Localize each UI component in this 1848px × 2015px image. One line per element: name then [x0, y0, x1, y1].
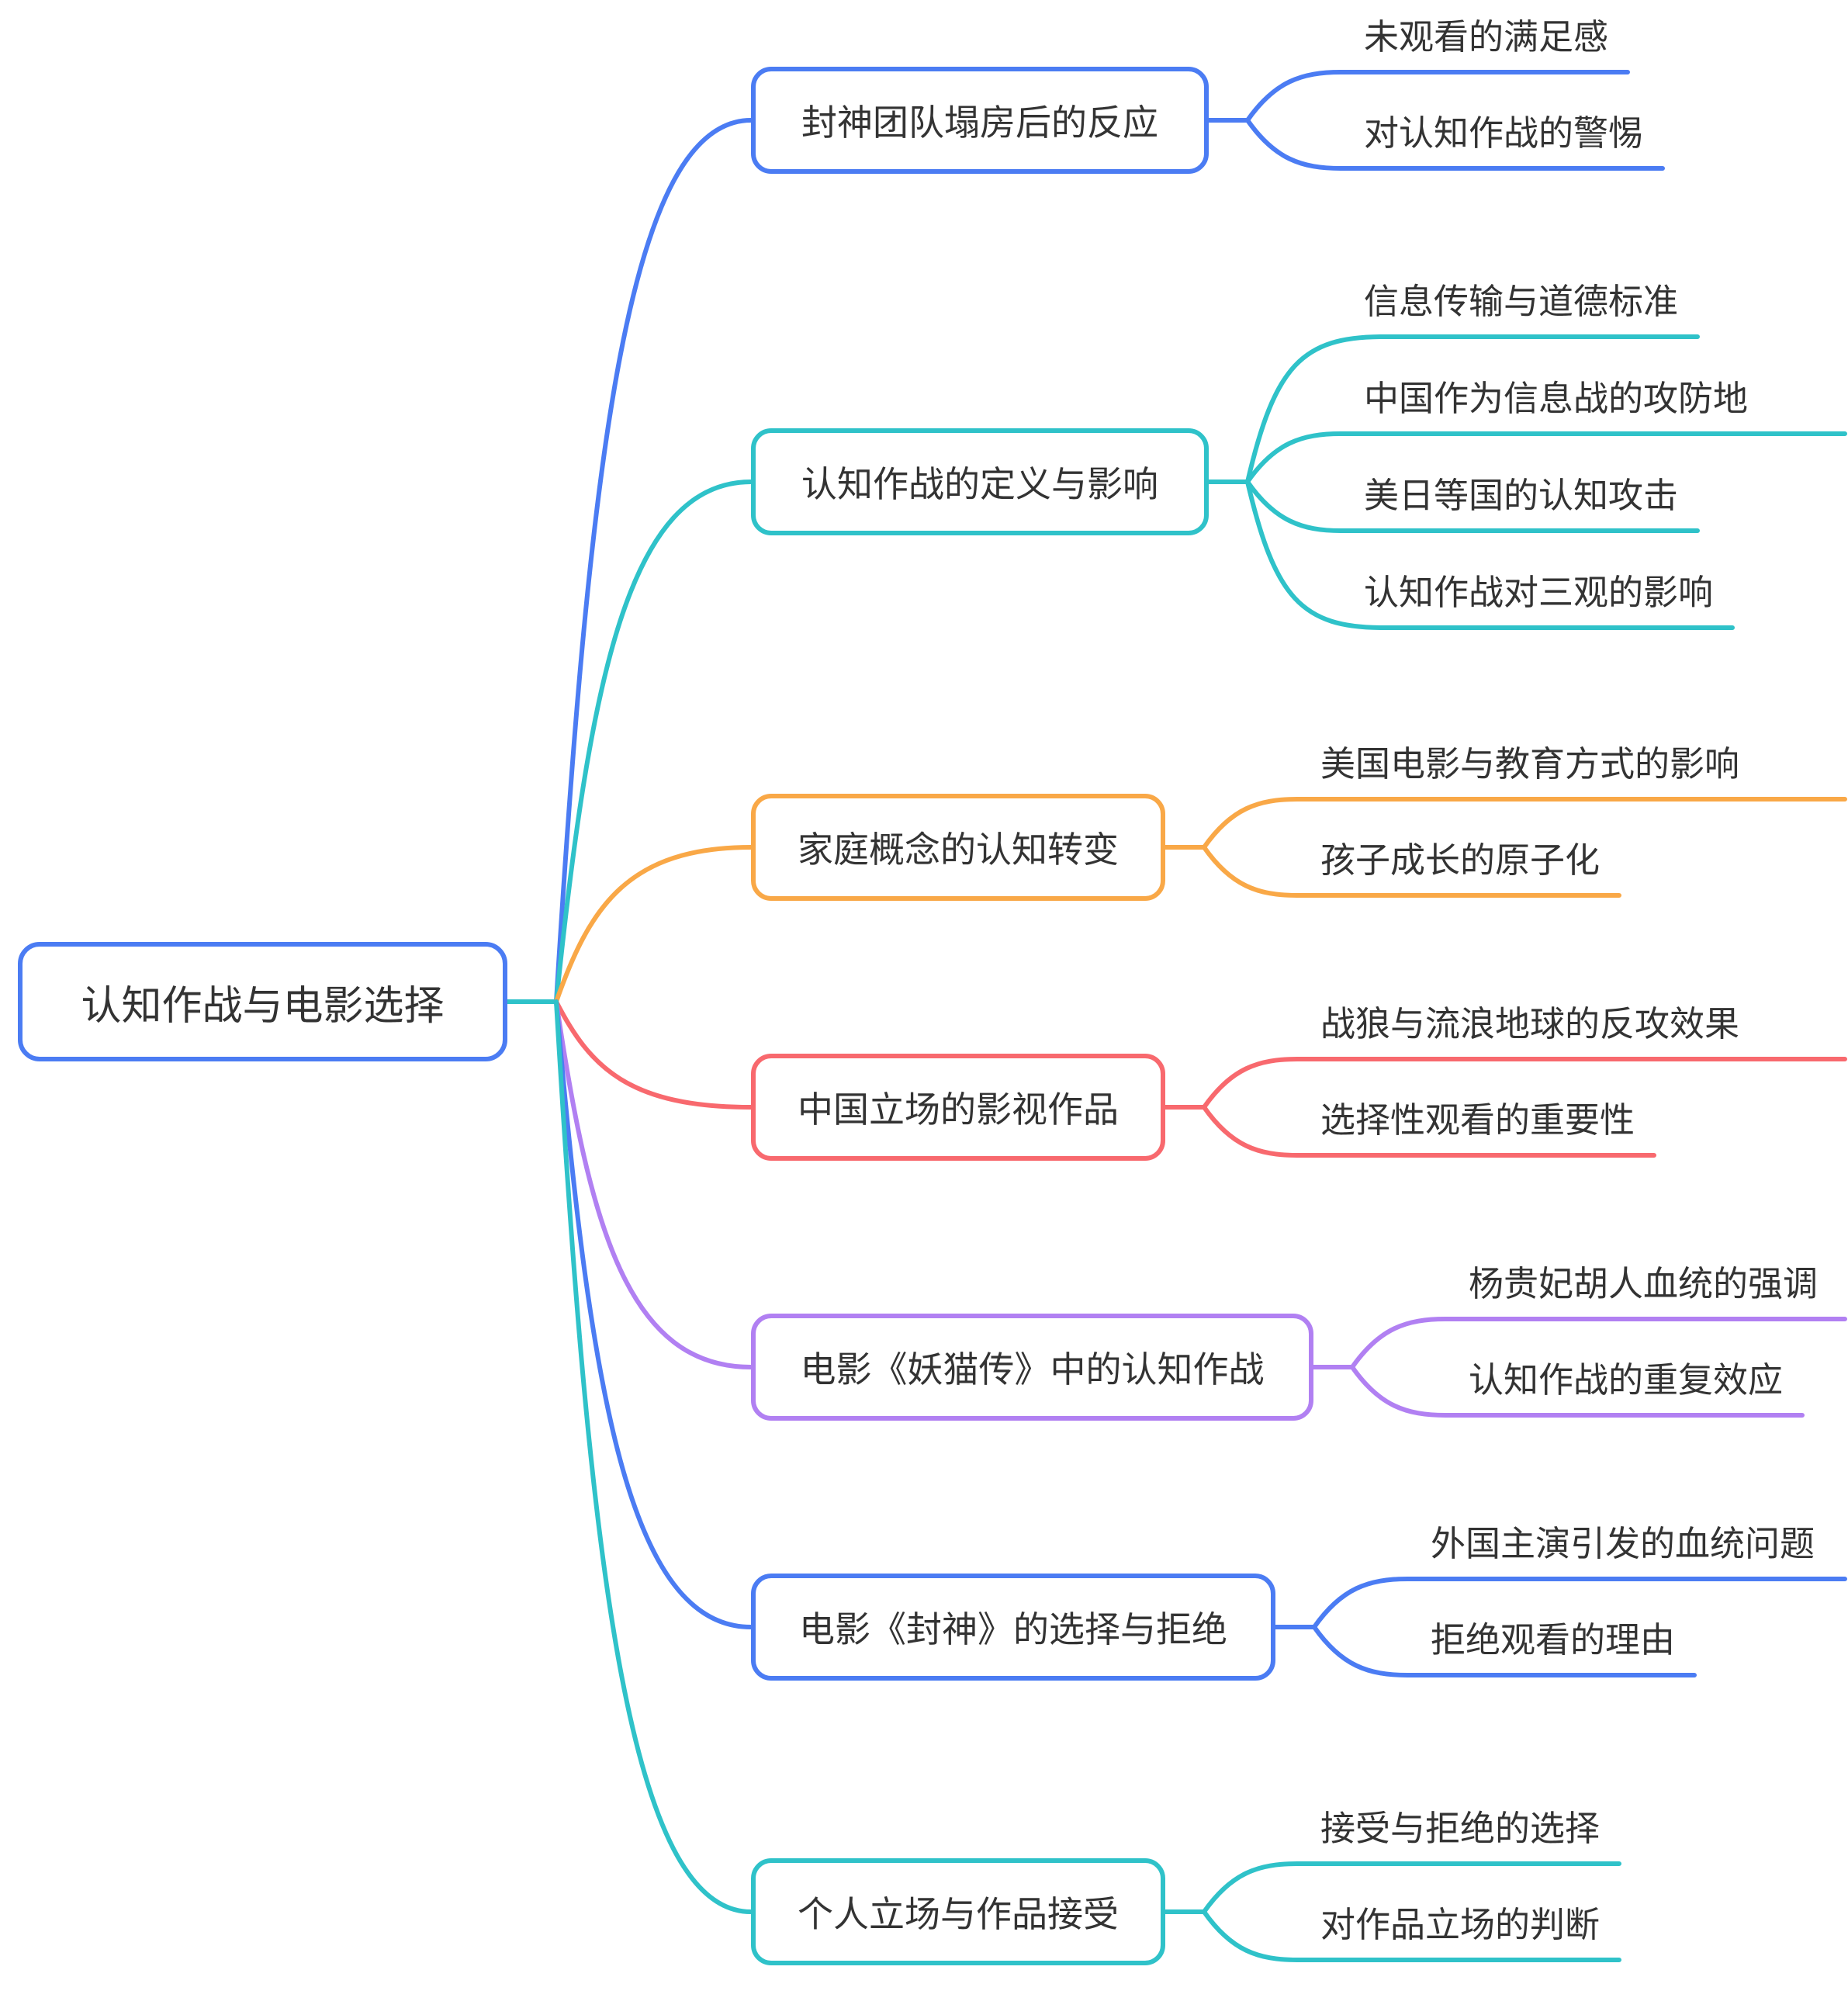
root-node-label: 认知作战与电影选择: [81, 983, 445, 1029]
edge-root-branch-3: [554, 999, 753, 1110]
edge-branch-3-leaf-1: [1202, 1105, 1656, 1158]
leaf-node-1-1[interactable]: 中国作为信息战的攻防地: [1364, 379, 1749, 418]
leaf-node-5-1[interactable]: 拒绝观看的理由: [1431, 1620, 1676, 1660]
leaf-node-2-0[interactable]: 美国电影与教育方式的影响: [1320, 744, 1740, 784]
branch-node-1-label: 认知作战的定义与影响: [801, 464, 1158, 504]
leaf-node-1-2[interactable]: 美日等国的认知攻击: [1364, 476, 1679, 515]
edge-branch-5-leaf-1: [1312, 1625, 1697, 1677]
edge-branch-5-leaf-0: [1312, 1577, 1847, 1629]
leaf-node-4-0[interactable]: 杨贵妃胡人血统的强调: [1469, 1264, 1819, 1304]
edge-root-branch-4: [554, 999, 753, 1369]
leaf-node-5-0[interactable]: 外国主演引发的血统问题: [1431, 1524, 1815, 1563]
edge-branch-1-leaf-0: [1245, 334, 1700, 484]
branch-node-5[interactable]: 电影《封神》的选择与拒绝: [751, 1574, 1275, 1681]
edge-branch-3-leaf-0: [1202, 1057, 1847, 1110]
leaf-node-0-1[interactable]: 对认知作战的警惕: [1364, 113, 1644, 153]
branch-node-2-label: 家庭概念的认知转变: [798, 829, 1119, 870]
branch-node-6-label: 个人立场与作品接受: [798, 1894, 1119, 1934]
branch-node-6[interactable]: 个人立场与作品接受: [751, 1858, 1165, 1965]
leaf-node-1-0[interactable]: 信息传输与道德标准: [1364, 282, 1679, 321]
branch-node-5-label: 电影《封神》的选择与拒绝: [799, 1609, 1227, 1650]
branch-node-3-label: 中国立场的影视作品: [798, 1089, 1119, 1130]
edge-root-branch-6: [554, 999, 753, 1914]
edge-branch-6-leaf-1: [1202, 1909, 1621, 1962]
leaf-node-4-1[interactable]: 认知作战的重复效应: [1469, 1360, 1784, 1400]
leaf-node-1-3[interactable]: 认知作战对三观的影响: [1364, 573, 1714, 612]
leaf-node-0-0[interactable]: 未观看的满足感: [1364, 17, 1609, 57]
edge-branch-1-leaf-3: [1245, 480, 1735, 630]
branch-node-3[interactable]: 中国立场的影视作品: [751, 1054, 1165, 1161]
leaf-node-6-1[interactable]: 对作品立场的判断: [1320, 1905, 1601, 1944]
edge-branch-0-leaf-0: [1245, 70, 1630, 123]
edge-branch-2-leaf-0: [1202, 797, 1847, 850]
edge-branch-1-leaf-1: [1245, 431, 1847, 484]
edge-root-branch-5: [554, 999, 753, 1629]
branch-node-4[interactable]: 电影《妖猫传》中的认知作战: [751, 1314, 1313, 1421]
leaf-node-2-1[interactable]: 孩子成长的原子化: [1320, 840, 1601, 880]
edge-branch-1-leaf-2: [1245, 480, 1700, 533]
edge-branch-0-leaf-1: [1245, 118, 1665, 171]
leaf-node-3-1[interactable]: 选择性观看的重要性: [1320, 1100, 1635, 1140]
branch-node-0-label: 封神团队塌房后的反应: [801, 102, 1158, 143]
leaf-node-6-0[interactable]: 接受与拒绝的选择: [1320, 1809, 1601, 1848]
edge-branch-4-leaf-1: [1350, 1365, 1805, 1418]
edge-branch-6-leaf-0: [1202, 1861, 1621, 1914]
edge-root-branch-0: [554, 118, 753, 1004]
branch-node-0[interactable]: 封神团队塌房后的反应: [751, 67, 1209, 174]
leaf-node-3-0[interactable]: 战狼与流浪地球的反攻效果: [1320, 1004, 1740, 1044]
branch-node-2[interactable]: 家庭概念的认知转变: [751, 794, 1165, 901]
edge-branch-4-leaf-0: [1350, 1317, 1847, 1369]
edge-branch-2-leaf-1: [1202, 845, 1621, 898]
branch-node-4-label: 电影《妖猫传》中的认知作战: [800, 1349, 1265, 1390]
edge-root-branch-2: [554, 845, 753, 1004]
edge-root-branch-1: [554, 480, 753, 1004]
branch-node-1[interactable]: 认知作战的定义与影响: [751, 428, 1209, 535]
root-node[interactable]: 认知作战与电影选择: [18, 942, 507, 1061]
